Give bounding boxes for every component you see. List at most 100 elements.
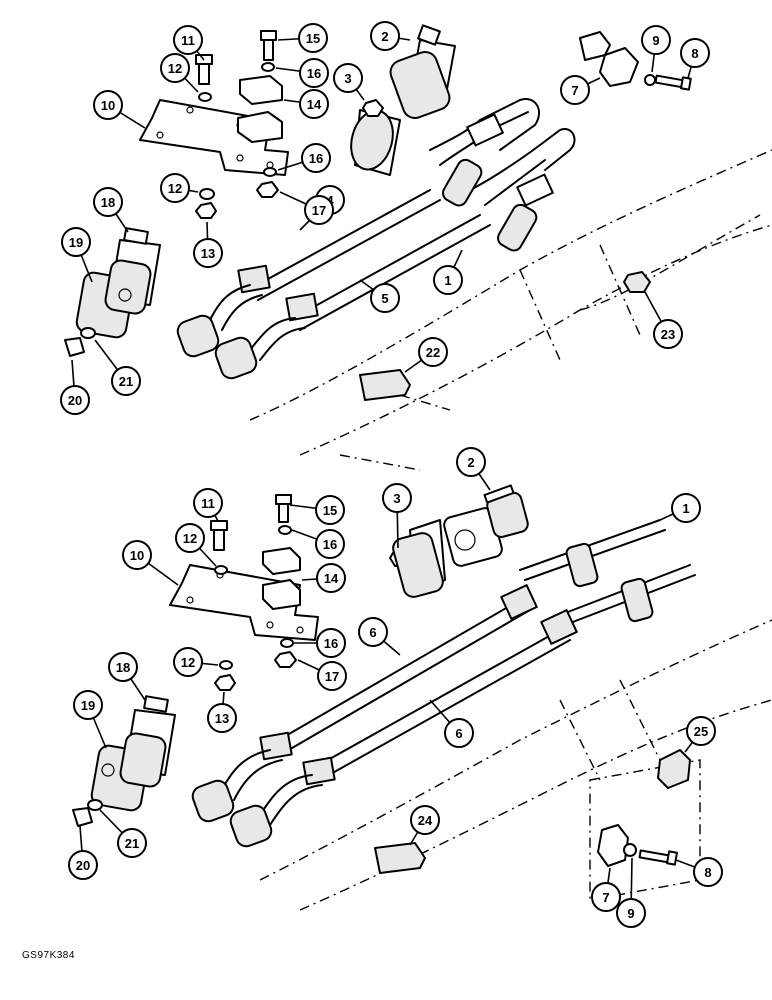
callout-number: 9 — [627, 906, 634, 921]
callout-number: 12 — [183, 531, 197, 546]
callout-circle — [299, 58, 329, 88]
callout-number: 17 — [325, 669, 339, 684]
callout-number: 19 — [81, 698, 95, 713]
callout-circle — [560, 75, 590, 105]
callout-circle — [370, 21, 400, 51]
callout-number: 15 — [323, 503, 337, 518]
callout-number: 8 — [691, 46, 698, 61]
callout-number: 25 — [694, 724, 708, 739]
callout-number: 12 — [181, 655, 195, 670]
callout-number: 23 — [661, 327, 675, 342]
callout-circle — [93, 90, 123, 120]
washer — [198, 92, 212, 102]
callout-circle — [358, 617, 388, 647]
callout-number: 10 — [101, 98, 115, 113]
callout-circle — [68, 850, 98, 880]
callout-number: 10 — [130, 548, 144, 563]
callout-circle — [616, 898, 646, 928]
control-rod — [247, 189, 431, 291]
callout-circle — [111, 366, 141, 396]
callout-circle — [298, 23, 328, 53]
callout-circle — [160, 173, 190, 203]
bolt — [198, 61, 210, 85]
callout-circle — [315, 529, 345, 559]
callout-circle — [117, 828, 147, 858]
callout-circle — [61, 227, 91, 257]
callout-number: 7 — [571, 83, 578, 98]
callout-circle — [693, 857, 723, 887]
cover-plate — [359, 369, 411, 401]
lower-diagram — [72, 484, 772, 911]
callout-number: 2 — [467, 455, 474, 470]
callout-circle — [686, 716, 716, 746]
callout-number: 16 — [323, 537, 337, 552]
callout-circle — [317, 661, 347, 691]
chassis-outline-upper — [249, 149, 772, 471]
callout-number: 18 — [116, 660, 130, 675]
callout-number: 20 — [68, 393, 82, 408]
callout-circle — [410, 805, 440, 835]
callout-number: 17 — [312, 203, 326, 218]
callout-circle — [207, 703, 237, 733]
callout-number: 1 — [444, 273, 451, 288]
callout-circle — [193, 238, 223, 268]
upper-diagram — [64, 24, 772, 471]
callout-number: 13 — [215, 711, 229, 726]
callout-circle — [370, 283, 400, 313]
callout-number: 11 — [181, 33, 195, 48]
callout-circle — [382, 483, 412, 513]
callout-number: 16 — [324, 636, 338, 651]
callout-circle — [316, 563, 346, 593]
callout-number: 12 — [168, 61, 182, 76]
callout-circle — [671, 493, 701, 523]
callout-number: 3 — [344, 71, 351, 86]
callout-number: 3 — [393, 491, 400, 506]
callout-circle — [418, 337, 448, 367]
callout-number: 6 — [455, 726, 462, 741]
callout-circle — [108, 652, 138, 682]
callout-circle — [193, 488, 223, 518]
callout-number: 12 — [168, 181, 182, 196]
callout-circle — [175, 523, 205, 553]
callout-number: 16 — [307, 66, 321, 81]
callout-number: 13 — [201, 246, 215, 261]
callout-number: 21 — [125, 836, 139, 851]
callout-circle — [433, 265, 463, 295]
callout-number: 7 — [602, 890, 609, 905]
callout-circle — [60, 385, 90, 415]
callout-circle — [680, 38, 710, 68]
callout-number: 11 — [201, 496, 215, 511]
callouts: 1234578910111212131415161617181920212223… — [60, 21, 723, 928]
callout-number: 24 — [418, 813, 433, 828]
callout-circle — [299, 89, 329, 119]
callout-number: 15 — [306, 31, 320, 46]
callout-number: 5 — [381, 291, 388, 306]
callout-circle — [316, 628, 346, 658]
callout-circle — [456, 447, 486, 477]
callout-circle — [653, 319, 683, 349]
callout-circle — [304, 195, 334, 225]
control-rod — [269, 599, 521, 746]
callout-number: 20 — [76, 858, 90, 873]
callout-number: 8 — [704, 865, 711, 880]
callout-circle — [93, 187, 123, 217]
callout-circle — [444, 718, 474, 748]
lever-knob — [176, 314, 220, 358]
callout-circle — [122, 540, 152, 570]
figure-code: GS97K384 — [22, 950, 75, 961]
callout-number: 14 — [307, 97, 322, 112]
callout-circle — [301, 143, 331, 173]
callout-number: 18 — [101, 195, 115, 210]
clamp-block — [239, 75, 283, 105]
callout-number: 1 — [682, 501, 689, 516]
callout-circle — [641, 25, 671, 55]
callout-circle — [315, 495, 345, 525]
callout-number: 6 — [369, 625, 376, 640]
callout-circle — [173, 647, 203, 677]
callout-number: 19 — [69, 235, 83, 250]
callout-number: 22 — [426, 345, 440, 360]
bracket — [579, 31, 611, 61]
callout-number: 9 — [652, 33, 659, 48]
callout-number: 2 — [381, 29, 388, 44]
